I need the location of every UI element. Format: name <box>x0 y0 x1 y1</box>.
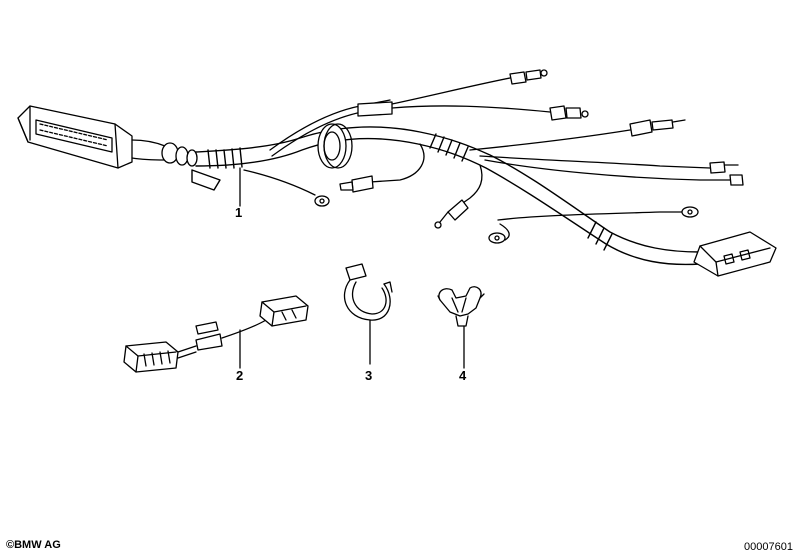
diagram-id: 00007601 <box>744 541 793 553</box>
callout-label-4: 4 <box>459 368 467 383</box>
upper-sensor-branch <box>269 69 589 157</box>
end-plug-connector <box>693 231 777 277</box>
brand-name: BMW AG <box>14 539 61 551</box>
rubber-grommet <box>317 123 353 169</box>
multi-pin-connector <box>17 105 198 169</box>
right-connector-branches <box>469 119 744 186</box>
copyright-notice: ©BMW AG <box>6 539 61 551</box>
callout-label-2: 2 <box>236 368 244 383</box>
callout-label-1: 1 <box>235 205 243 220</box>
main-wiring-harness <box>17 69 777 277</box>
lower-sensor-branch <box>339 143 483 229</box>
holder-clip <box>437 286 485 369</box>
harness-trunk <box>191 126 701 266</box>
copyright-symbol: © <box>6 539 15 551</box>
ring-terminal-branch <box>243 169 699 244</box>
cable-strap <box>343 263 393 365</box>
callout-label-3: 3 <box>365 368 373 383</box>
adapter-lead <box>123 295 309 373</box>
